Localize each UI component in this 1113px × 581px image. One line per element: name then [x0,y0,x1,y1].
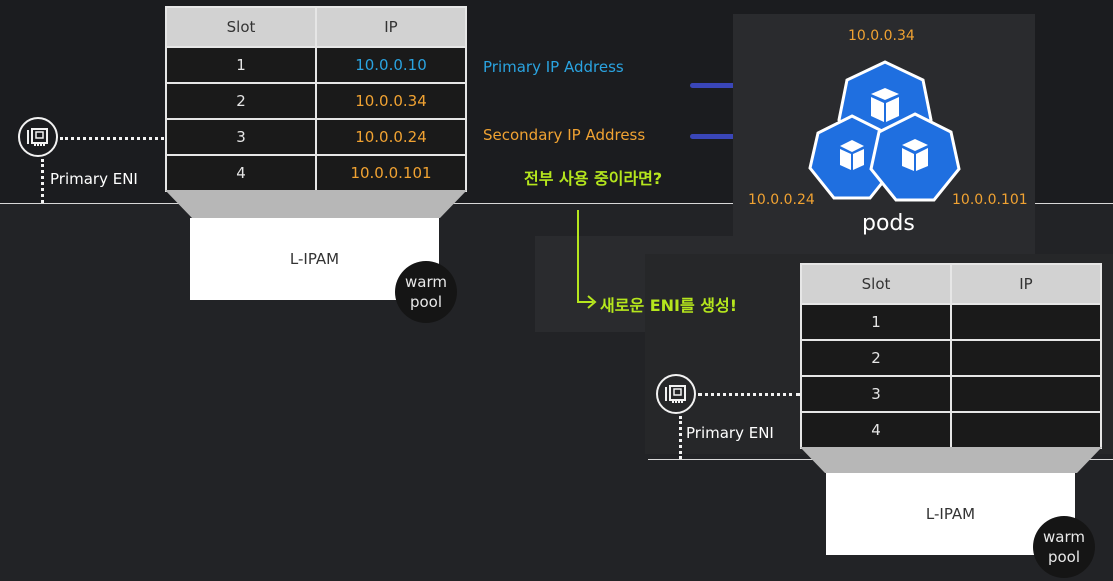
pod-ip-label: 10.0.0.24 [748,192,815,208]
slot-cell: 1 [800,303,952,341]
l-ipam-label: L-IPAM [925,505,976,523]
pods-icon [808,60,961,202]
eni-connector [698,393,800,396]
ip-cell [950,339,1102,377]
warm-label: warm [405,273,447,291]
slot-cell: 3 [800,375,952,413]
ip-cell: 10.0.0.34 [315,82,467,120]
network-card-icon [656,374,696,414]
table-row: 1 [800,303,1102,341]
table-row: 3 [800,375,1102,413]
ip-cell [950,303,1102,341]
secondary-ip-label: Secondary IP Address [483,126,646,144]
action-text: 새로운 ENI를 생성! [600,296,738,315]
top-slot-table: Slot IP 1 10.0.0.10 2 10.0.0.34 3 10.0.0… [165,6,467,192]
primary-ip-label: Primary IP Address [483,58,624,76]
slot-cell: 4 [800,411,952,449]
slot-header: Slot [165,6,317,48]
warm-pool-badge: warm pool [1033,516,1095,578]
slot-cell: 2 [800,339,952,377]
primary-eni-label: Primary ENI [50,170,138,188]
arrow-line [577,301,593,303]
ip-header: IP [315,6,467,48]
pool-label: pool [409,293,443,311]
pod-ip-label: 10.0.0.101 [952,192,1028,208]
pod-icon [869,112,961,202]
pod-ip-label: 10.0.0.34 [848,28,915,44]
eni-connector [60,137,164,140]
eni-connector [41,159,44,203]
slot-header: Slot [800,263,952,305]
primary-connector [690,83,775,88]
secondary-connector [690,134,775,139]
ip-cell [950,375,1102,413]
ip-cell [950,411,1102,449]
pool-label: pool [1047,548,1081,566]
pods-label: pods [862,211,915,236]
bottom-slot-table: Slot IP 1 2 3 4 [800,263,1102,449]
divider-line [0,203,1113,204]
ip-cell: 10.0.0.10 [315,46,467,84]
table-row: 1 10.0.0.10 [165,46,467,84]
funnel-shape [165,190,467,218]
table-row: 2 [800,339,1102,377]
slot-cell: 2 [165,82,317,120]
slot-cell: 3 [165,118,317,156]
arrow-line [577,210,579,303]
table-row: 4 10.0.0.101 [165,154,467,192]
warm-pool-badge: warm pool [395,261,457,323]
slot-cell: 1 [165,46,317,84]
table-row: 4 [800,411,1102,449]
ip-header: IP [950,263,1102,305]
funnel-shape [800,447,1102,473]
arrow-head-icon [587,295,597,309]
eni-connector [679,416,682,459]
warm-label: warm [1043,528,1085,546]
slot-cell: 4 [165,154,317,192]
l-ipam-label: L-IPAM [289,250,340,268]
question-text: 전부 사용 중이라면? [524,169,663,188]
ip-cell: 10.0.0.101 [315,154,467,192]
ip-cell: 10.0.0.24 [315,118,467,156]
primary-eni-label: Primary ENI [686,424,774,442]
network-card-icon [18,117,58,157]
table-row: 3 10.0.0.24 [165,118,467,156]
table-row: 2 10.0.0.34 [165,82,467,120]
